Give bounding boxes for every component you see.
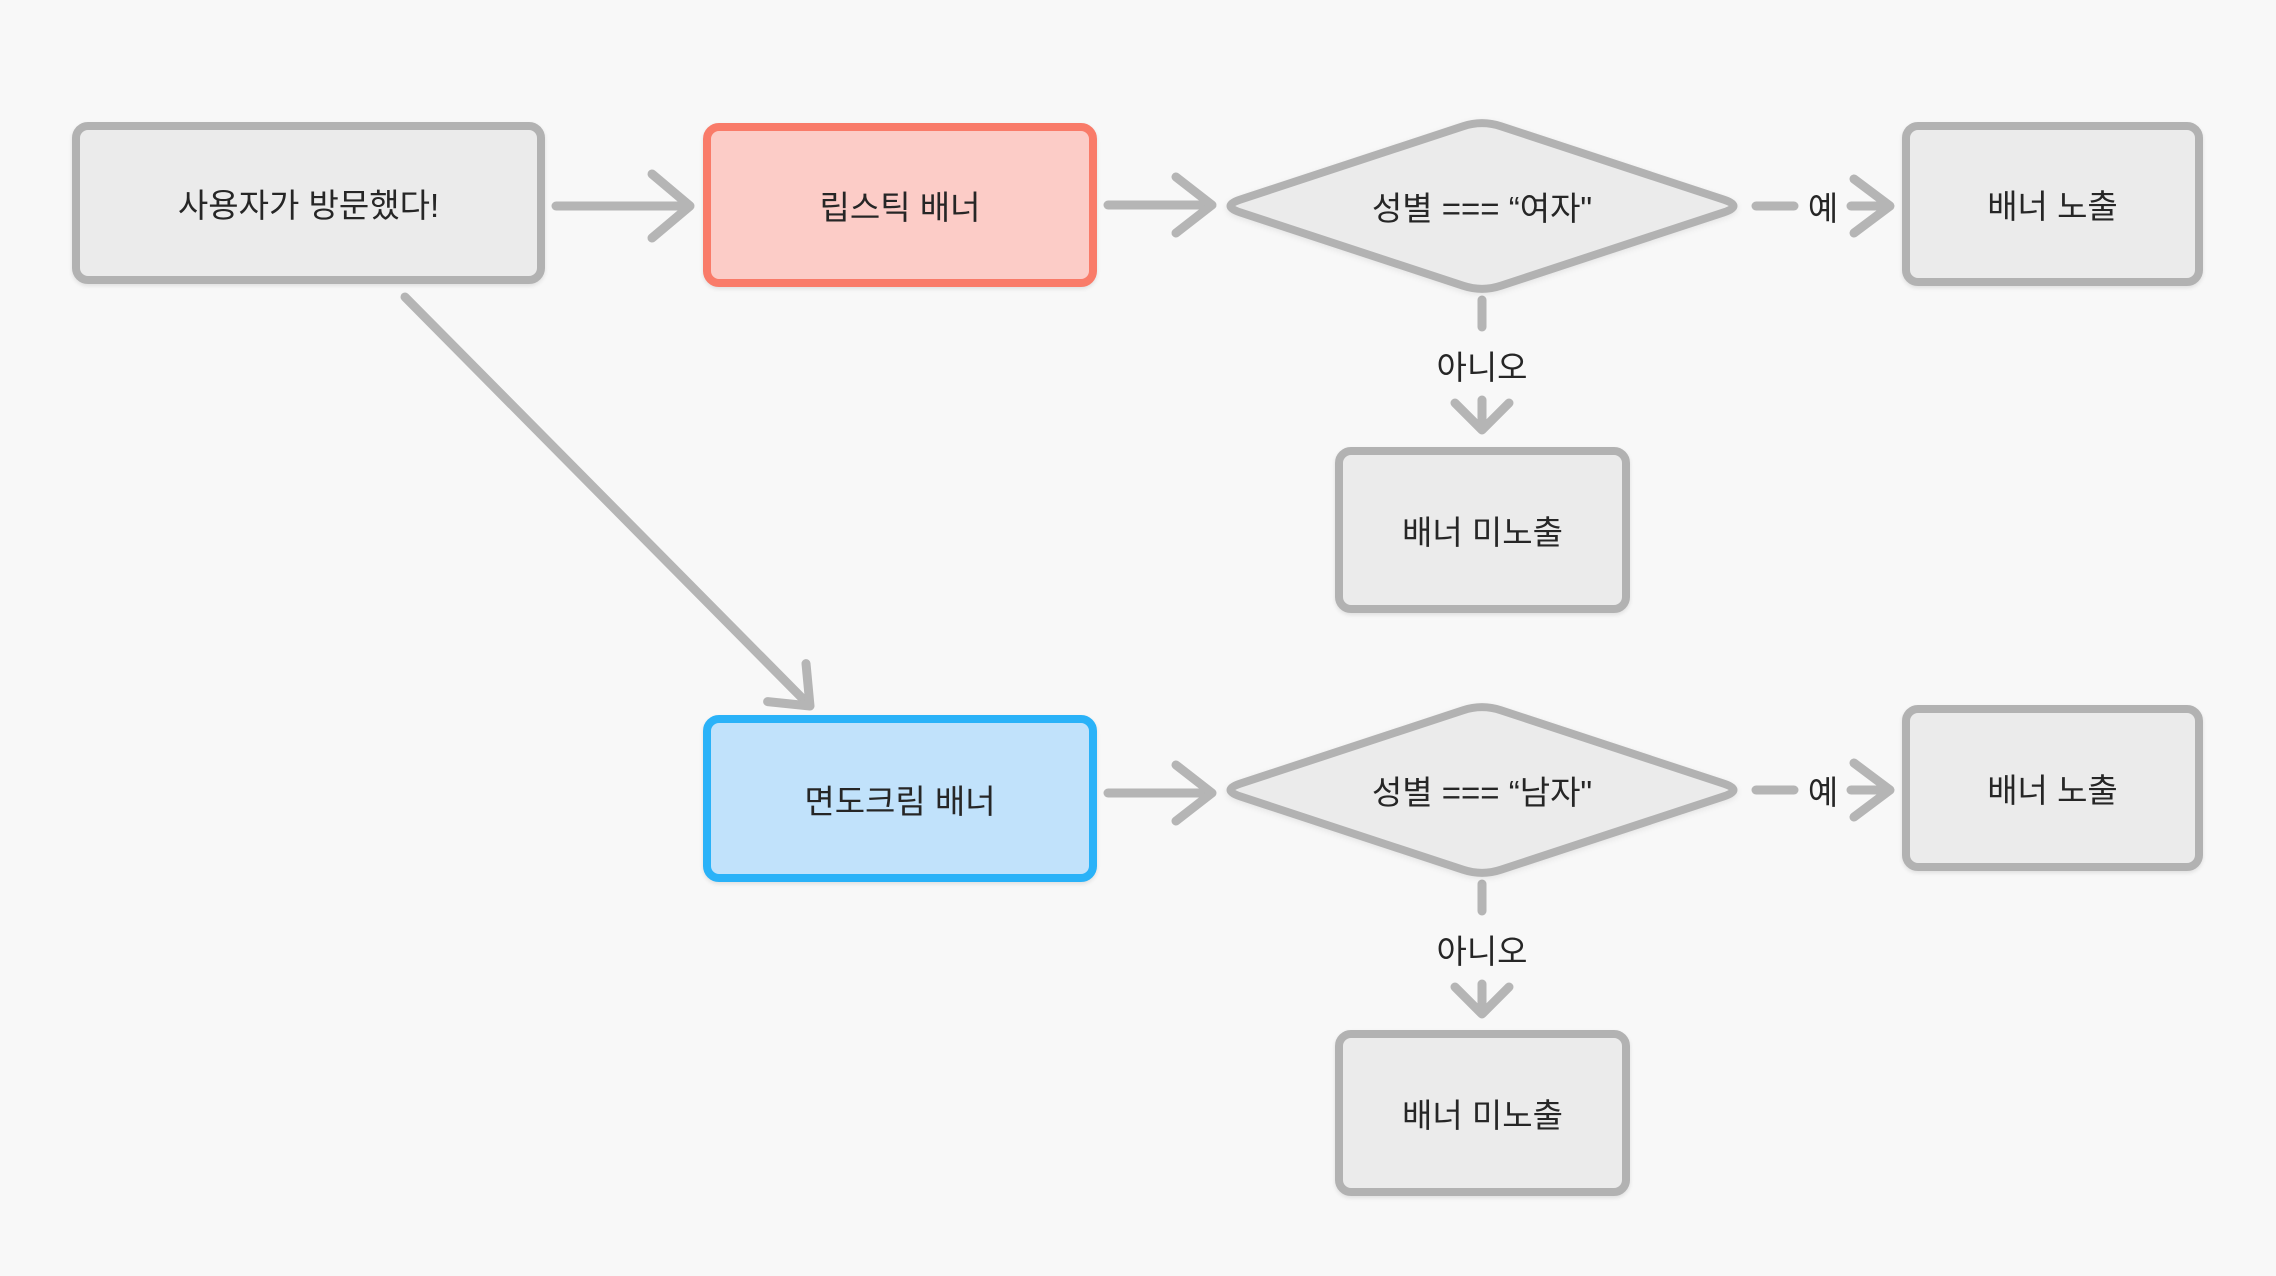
arrow-decision-female-no [1450,295,1514,435]
diamond-shape [1226,703,1738,877]
arrow-lipstick-to-decision [1103,172,1217,238]
node-banner-shown-male-label: 배너 노출 [1987,772,2118,809]
node-shaving-cream-banner-label: 면도크림 배너 [804,782,996,820]
node-gender-female-decision-label: 성별 === “여자" [1371,190,1593,227]
node-gender-male-decision-label: 성별 === “남자" [1371,774,1593,811]
node-lipstick-banner-label: 립스틱 배너 [819,189,981,226]
node-gender-female-decision[interactable]: 성별 === “여자" [1215,114,1749,298]
arrow-decision-female-yes [1751,174,1895,238]
arrow-start-to-shaving [400,292,815,711]
arrow-shaving-to-decision [1103,760,1217,826]
arrow-decision-male-yes [1751,758,1895,822]
arrow-start-to-lipstick [551,169,695,243]
node-banner-hidden-male[interactable]: 배너 미노출 [1335,1030,1630,1196]
edge-label-yes-male: 예 [1807,774,1839,811]
node-banner-hidden-female[interactable]: 배너 미노출 [1335,447,1630,613]
node-shaving-cream-banner[interactable]: 면도크림 배너 [703,715,1097,882]
node-gender-male-decision[interactable]: 성별 === “남자" [1215,698,1749,882]
node-lipstick-banner[interactable]: 립스틱 배너 [703,123,1097,287]
node-banner-hidden-female-label: 배너 미노출 [1402,514,1563,551]
diamond-shape [1226,119,1738,293]
edge-label-no-female: 아니오 [1436,349,1528,386]
edge-label-no-male: 아니오 [1436,933,1528,970]
node-banner-hidden-male-label: 배너 미노출 [1402,1097,1563,1134]
node-user-visited-label: 사용자가 방문했다! [177,187,440,224]
edge-label-yes-female: 예 [1807,190,1839,227]
node-user-visited[interactable]: 사용자가 방문했다! [72,122,545,284]
node-banner-shown-male[interactable]: 배너 노출 [1902,705,2203,871]
node-banner-shown-female[interactable]: 배너 노출 [1902,122,2203,286]
node-banner-shown-female-label: 배너 노출 [1987,188,2118,225]
arrow-decision-male-no [1450,879,1514,1019]
